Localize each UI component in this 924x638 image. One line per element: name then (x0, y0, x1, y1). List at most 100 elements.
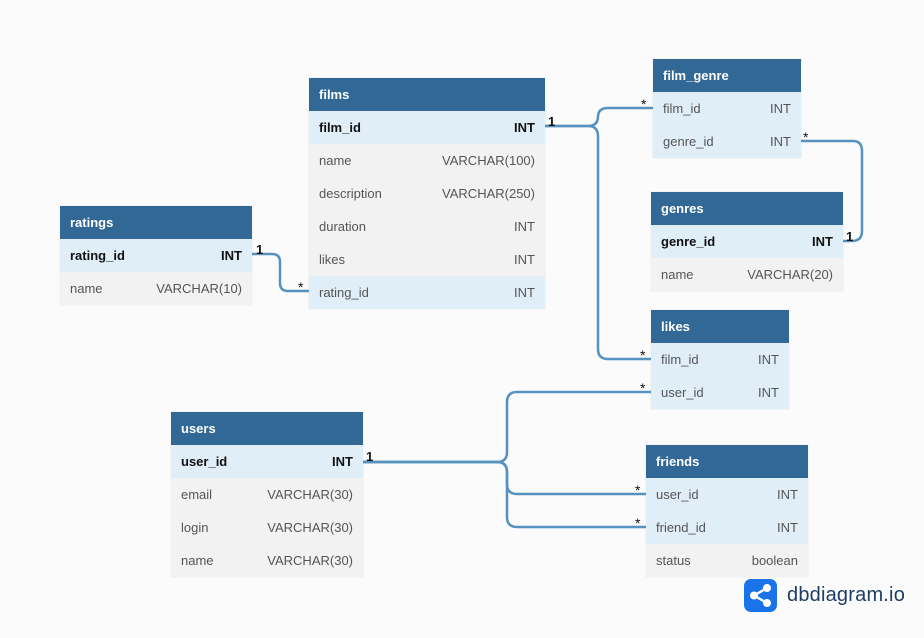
column-row[interactable]: email VARCHAR(30) (171, 478, 363, 511)
table-header[interactable]: likes (651, 310, 789, 343)
table-header[interactable]: friends (646, 445, 808, 478)
column-type: VARCHAR(30) (267, 520, 353, 535)
column-type: INT (812, 234, 833, 249)
column-row[interactable]: genre_id INT (651, 225, 843, 258)
table-header[interactable]: users (171, 412, 363, 445)
column-type: INT (332, 454, 353, 469)
column-name: status (656, 553, 691, 568)
relation-users-friends-friend[interactable] (361, 460, 648, 529)
column-type: INT (777, 520, 798, 535)
column-type: VARCHAR(20) (747, 267, 833, 282)
share-nodes-icon (744, 579, 777, 612)
relation-films-film-genre[interactable] (543, 106, 655, 128)
column-row[interactable]: film_id INT (309, 111, 545, 144)
column-name: description (319, 186, 382, 201)
column-name: login (181, 520, 209, 535)
column-row[interactable]: user_id INT (646, 478, 808, 511)
column-row[interactable]: genre_id INT (653, 125, 801, 158)
column-type: INT (758, 352, 779, 367)
column-type: INT (514, 120, 535, 135)
column-type: VARCHAR(30) (267, 487, 353, 502)
column-type: VARCHAR(30) (267, 553, 353, 568)
column-name: likes (319, 252, 346, 267)
column-name: email (181, 487, 213, 502)
column-name: genre_id (663, 134, 714, 149)
column-type: INT (221, 248, 242, 263)
column-row[interactable]: login VARCHAR(30) (171, 511, 363, 544)
column-type: INT (777, 487, 798, 502)
column-row[interactable]: friend_id INT (646, 511, 808, 544)
column-name: duration (319, 219, 366, 234)
column-row[interactable]: film_id INT (651, 343, 789, 376)
column-type: INT (514, 252, 535, 267)
cardinality-many: * (635, 482, 641, 498)
relation-users-likes[interactable] (361, 390, 653, 464)
column-type: VARCHAR(10) (156, 281, 242, 296)
table-ratings[interactable]: ratings rating_id INT name VARCHAR(10) (60, 206, 252, 305)
column-row[interactable]: likes INT (309, 243, 545, 276)
column-row[interactable]: duration INT (309, 210, 545, 243)
column-name: rating_id (319, 285, 369, 300)
column-row[interactable]: status boolean (646, 544, 808, 577)
cardinality-one: 1 (366, 449, 374, 464)
table-header[interactable]: film_genre (653, 59, 801, 92)
cardinality-many: * (635, 515, 641, 531)
column-type: INT (758, 385, 779, 400)
column-name: film_id (319, 120, 361, 135)
column-row[interactable]: user_id INT (651, 376, 789, 409)
table-header[interactable]: films (309, 78, 545, 111)
cardinality-many: * (640, 347, 646, 363)
column-type: INT (770, 101, 791, 116)
column-row[interactable]: rating_id INT (309, 276, 545, 309)
column-row[interactable]: film_id INT (653, 92, 801, 125)
cardinality-many: * (640, 380, 646, 396)
relation-ratings-films[interactable] (250, 252, 311, 293)
cardinality-one: 1 (256, 242, 264, 257)
table-header[interactable]: genres (651, 192, 843, 225)
cardinality-one: 1 (846, 229, 854, 244)
column-row[interactable]: user_id INT (171, 445, 363, 478)
logo-text: dbdiagram.io (787, 584, 906, 606)
column-type: boolean (751, 553, 798, 568)
column-row[interactable]: rating_id INT (60, 239, 252, 272)
column-type: INT (514, 285, 535, 300)
column-name: film_id (663, 101, 701, 116)
cardinality-many: * (641, 96, 647, 112)
column-type: INT (770, 134, 791, 149)
column-name: friend_id (656, 520, 706, 535)
column-type: INT (514, 219, 535, 234)
column-row[interactable]: name VARCHAR(100) (309, 144, 545, 177)
relation-users-friends-user[interactable] (361, 460, 648, 496)
relation-genres-film-genre[interactable] (799, 139, 864, 243)
column-name: user_id (656, 487, 699, 502)
column-name: user_id (661, 385, 704, 400)
column-name: name (70, 281, 103, 296)
column-row[interactable]: name VARCHAR(20) (651, 258, 843, 291)
column-name: user_id (181, 454, 228, 469)
cardinality-one: 1 (548, 114, 556, 129)
column-name: name (319, 153, 352, 168)
table-genres[interactable]: genres genre_id INT name VARCHAR(20) (651, 192, 843, 291)
column-row[interactable]: name VARCHAR(30) (171, 544, 363, 577)
column-row[interactable]: description VARCHAR(250) (309, 177, 545, 210)
column-name: rating_id (70, 248, 125, 263)
column-name: film_id (661, 352, 699, 367)
column-row[interactable]: name VARCHAR(10) (60, 272, 252, 305)
dbdiagram-logo: dbdiagram.io (744, 579, 905, 612)
cardinality-many: * (803, 129, 809, 145)
column-name: name (181, 553, 214, 568)
column-type: VARCHAR(250) (442, 186, 535, 201)
column-name: genre_id (661, 234, 716, 249)
table-header[interactable]: ratings (60, 206, 252, 239)
cardinality-many: * (298, 279, 304, 295)
column-type: VARCHAR(100) (442, 153, 535, 168)
relation-films-likes[interactable] (543, 124, 653, 361)
column-name: name (661, 267, 694, 282)
